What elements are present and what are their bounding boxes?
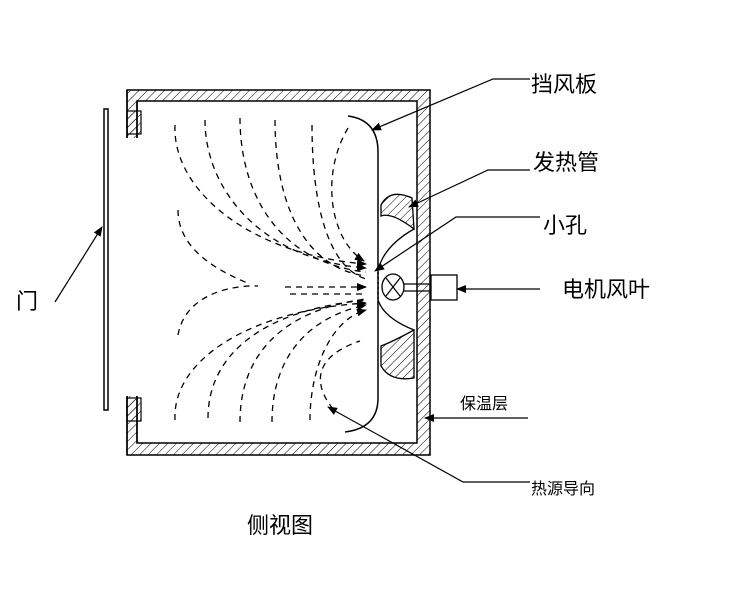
motor-fan [381,273,458,301]
door [103,108,109,411]
label-baffle: 挡风板 [531,73,597,98]
label-heat-flow: 热源导向 [531,479,595,498]
label-hole: 小孔 [543,214,587,239]
hole-leader [374,216,540,272]
label-door: 门 [16,290,38,315]
baffle-leader [371,78,530,131]
heat-flow-leader [327,406,530,483]
heater-tube [377,193,415,380]
door-leader [54,226,103,303]
insulation-wall [126,89,431,456]
door-seal [126,110,142,422]
heater-leader [408,169,530,208]
label-heater: 发热管 [533,151,599,176]
baffle [344,115,379,433]
air-flow-lines [174,117,367,423]
label-insulation: 保温层 [460,394,508,413]
caption: 侧视图 [247,514,313,539]
leader-lines [54,78,540,483]
label-motor-fan: 电机风叶 [562,278,650,303]
